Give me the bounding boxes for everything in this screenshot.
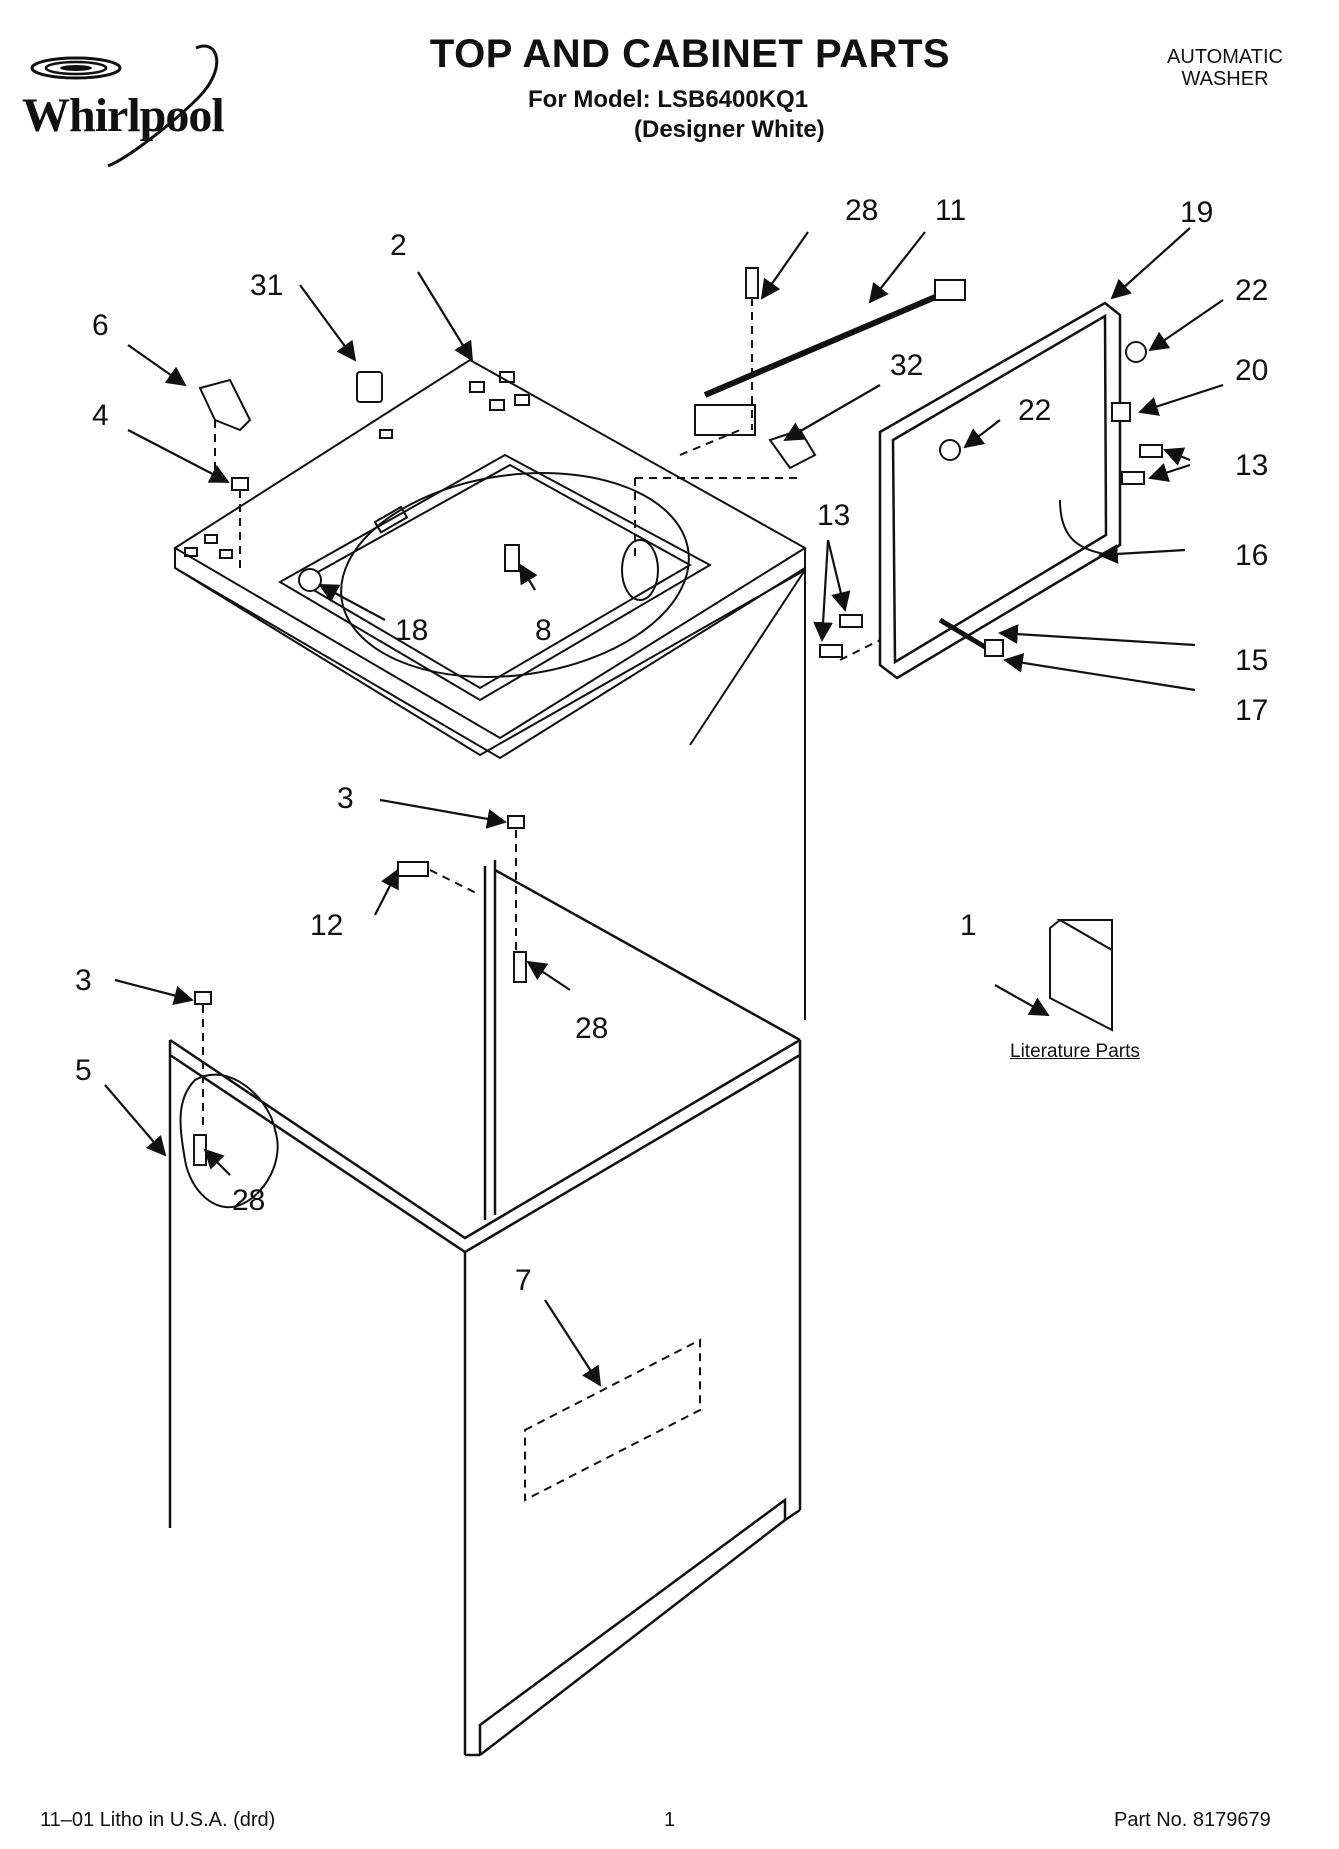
footer-part-number: Part No. 8179679 xyxy=(1114,1809,1271,1831)
callout-1: 1 xyxy=(960,909,977,942)
callout-17: 17 xyxy=(1235,694,1268,727)
console-frame xyxy=(878,301,1122,680)
callout-13-right: 13 xyxy=(1235,449,1268,482)
callout-13-left: 13 xyxy=(817,499,850,532)
callout-15: 15 xyxy=(1235,644,1268,677)
callout-19: 19 xyxy=(1180,196,1213,229)
brand-wordmark: Whirlpool xyxy=(22,89,225,142)
callout-5: 5 xyxy=(75,1054,92,1087)
callout-32: 32 xyxy=(890,349,923,382)
callout-28-middle: 28 xyxy=(575,1012,608,1045)
callout-labels: 2 31 6 4 28 11 19 22 20 32 22 13 16 13 1… xyxy=(75,194,1268,1297)
appliance-type-line2: WASHER xyxy=(1181,68,1269,90)
callout-22-left: 22 xyxy=(1018,394,1051,427)
callout-4: 4 xyxy=(92,399,109,432)
footer-print-info: 11–01 Litho in U.S.A. (drd) xyxy=(40,1809,276,1831)
literature-parts-label: Literature Parts xyxy=(1010,1041,1140,1062)
callout-16: 16 xyxy=(1235,539,1268,572)
appliance-type-line1: AUTOMATIC xyxy=(1167,46,1283,68)
dashed-leaders xyxy=(202,298,881,1130)
small-parts xyxy=(193,267,1163,1166)
callout-18: 18 xyxy=(395,614,428,647)
callout-6: 6 xyxy=(92,309,109,342)
appliance-type: AUTOMATIC WASHER xyxy=(1140,46,1310,90)
footer-page-number: 1 xyxy=(664,1809,676,1831)
callout-7: 7 xyxy=(515,1264,532,1297)
model-line: For Model: LSB6400KQ1 xyxy=(528,86,809,113)
callout-arrows xyxy=(104,227,1224,1387)
callout-11: 11 xyxy=(935,194,966,227)
callout-3-upper: 3 xyxy=(337,782,354,815)
callout-28-lower: 28 xyxy=(232,1184,265,1217)
callout-12: 12 xyxy=(310,909,343,942)
variant-line: (Designer White) xyxy=(634,116,825,143)
callout-20: 20 xyxy=(1235,354,1268,387)
logo-swirl-icon xyxy=(30,44,219,168)
whirlpool-logo: Whirlpool xyxy=(8,38,260,168)
callout-22-right: 22 xyxy=(1235,274,1268,307)
callout-2: 2 xyxy=(390,229,407,262)
page-title: TOP AND CABINET PARTS xyxy=(429,32,951,76)
callout-3-lower: 3 xyxy=(75,964,92,997)
callout-31: 31 xyxy=(250,269,283,302)
cabinet xyxy=(168,860,802,1757)
callout-8: 8 xyxy=(535,614,552,647)
callout-28-top: 28 xyxy=(845,194,878,227)
top-panel xyxy=(173,358,807,760)
